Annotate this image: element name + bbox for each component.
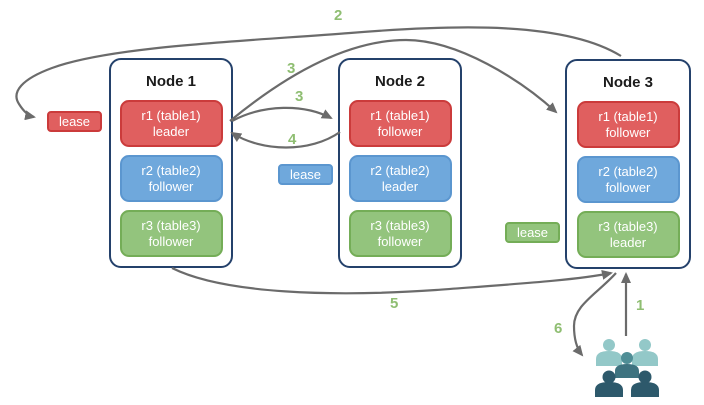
node-2-replica-r1: r1 (table1) follower (348, 100, 452, 147)
replica-name: r2 (table2) (141, 162, 201, 178)
node-3-replica-r3: r3 (table3) leader (576, 211, 680, 258)
node-3-title: Node 3 (602, 74, 653, 91)
replica-name: r2 (table2) (370, 162, 430, 178)
step-3a-label: 3 (287, 60, 296, 77)
replica-name: r1 (table1) (598, 108, 658, 124)
replica-name: r3 (table3) (598, 218, 658, 234)
users-icon (595, 339, 659, 397)
step-5-label: 5 (390, 295, 399, 312)
replica-role: follower (377, 123, 423, 139)
step-1-label: 1 (636, 297, 645, 314)
arrow-step-2-node3-to-lease1 (15, 26, 622, 121)
arrow-step-4-node2-to-leader (230, 131, 341, 149)
lease-label-table2: lease (278, 164, 333, 185)
lease-label-table1: lease (47, 111, 102, 132)
replica-role: follower (377, 233, 423, 249)
replica-role: follower (605, 124, 651, 140)
arrow-step-6-node3-to-users (572, 272, 617, 357)
step-2-label: 2 (334, 7, 343, 24)
replica-name: r1 (table1) (370, 107, 430, 123)
node-1-replica-r1: r1 (table1) leader (119, 100, 223, 147)
node-2: Node 2 r1 (table1) follower r2 (table2) … (338, 58, 462, 268)
replica-role: follower (605, 179, 651, 195)
replica-name: r3 (table3) (141, 217, 201, 233)
node-2-replica-r2: r2 (table2) leader (348, 155, 452, 202)
node-1-replica-r2: r2 (table2) follower (119, 155, 223, 202)
replica-name: r2 (table2) (598, 163, 658, 179)
replica-role: leader (381, 178, 419, 194)
arrow-step-5-node1-to-node3 (171, 267, 613, 295)
replica-role: leader (152, 123, 190, 139)
step-6-label: 6 (554, 320, 563, 337)
node-3: Node 3 r1 (table1) follower r2 (table2) … (565, 59, 691, 269)
step-3b-label: 3 (295, 88, 304, 105)
node-2-replica-r3: r3 (table3) follower (348, 210, 452, 257)
replica-role: leader (609, 234, 647, 250)
replica-role: follower (148, 178, 194, 194)
arrow-step-3-leader-to-node2 (231, 106, 333, 122)
lease-label-table3: lease (505, 222, 560, 243)
replica-role: follower (148, 233, 194, 249)
node-3-replica-r1: r1 (table1) follower (576, 101, 680, 148)
node-2-title: Node 2 (374, 73, 425, 90)
node-3-replica-r2: r2 (table2) follower (576, 156, 680, 203)
node-1-replica-r3: r3 (table3) follower (119, 210, 223, 257)
replica-name: r1 (table1) (141, 107, 201, 123)
node-1: Node 1 r1 (table1) leader r2 (table2) fo… (109, 58, 233, 268)
step-4-label: 4 (288, 131, 297, 148)
node-1-title: Node 1 (145, 73, 196, 90)
replica-name: r3 (table3) (370, 217, 430, 233)
